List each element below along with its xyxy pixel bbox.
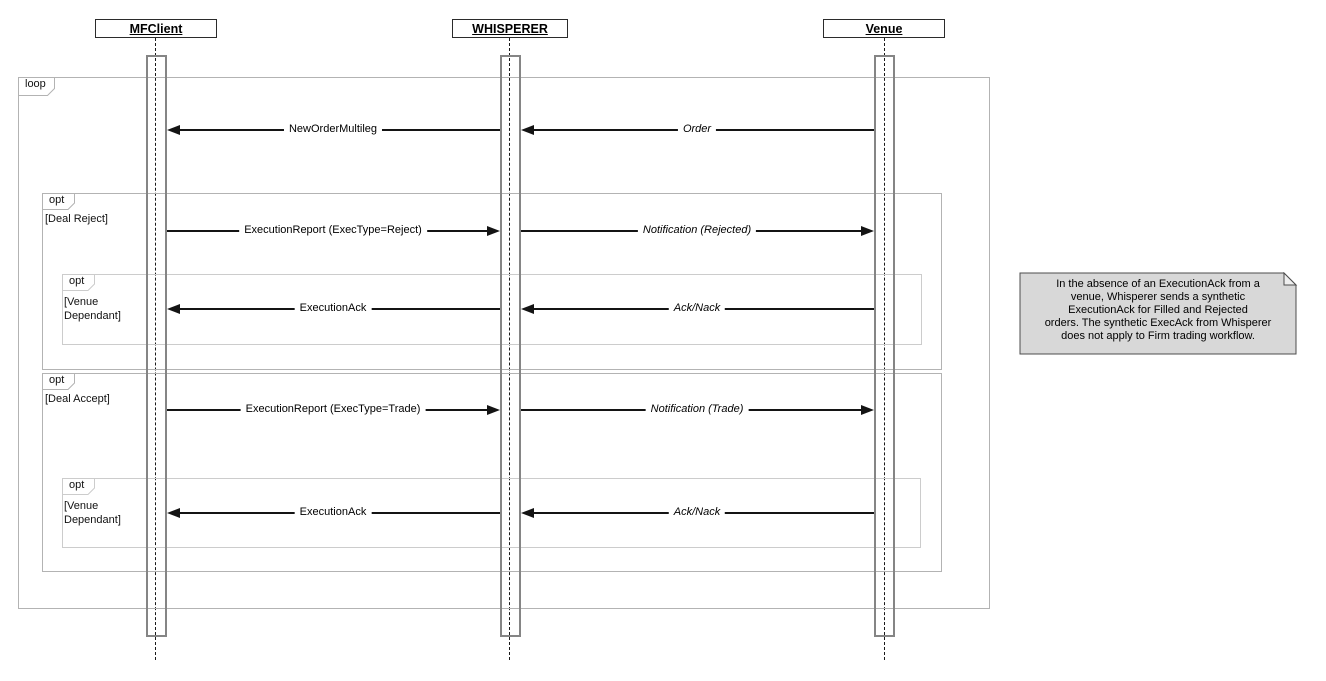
message-label-acknack-2: Ack/Nack — [668, 505, 726, 520]
opt-tab-label: opt — [49, 194, 65, 206]
message-label-execack-1: ExecutionAck — [294, 301, 372, 316]
opt-deal-accept-frame — [42, 373, 942, 572]
note-line: In the absence of an ExecutionAck from a — [1056, 278, 1260, 290]
lifeline-whisperer — [509, 38, 510, 660]
opt-deal-reject-frame — [42, 193, 942, 370]
actor-whisperer-label: WHISPERER — [472, 21, 548, 36]
loop-frame-tab: loop — [18, 77, 55, 101]
guard-venue-dependant-1: [Venue Dependant] — [64, 296, 121, 322]
arrowhead-right-icon — [487, 226, 500, 236]
actor-mfclient-label: MFClient — [129, 21, 183, 36]
activation-mfclient — [146, 55, 167, 637]
arrowhead-right-icon — [861, 405, 874, 415]
guard-venue-dependant-2: [Venue Dependant] — [64, 500, 121, 526]
arrowhead-left-icon — [521, 508, 534, 518]
note: In the absence of an ExecutionAck from a… — [1020, 278, 1296, 343]
opt-tab-label: opt — [69, 275, 85, 287]
message-label-neworder: NewOrderMultileg — [283, 122, 383, 137]
message-label-execreport-trade: ExecutionReport (ExecType=Trade) — [240, 402, 426, 417]
opt-venue-dependant-1-frame — [62, 274, 922, 345]
activation-venue — [874, 55, 895, 637]
opt-tab-shape — [62, 478, 95, 495]
arrowhead-right-icon — [487, 405, 500, 415]
actor-venue: Venue — [823, 19, 945, 38]
lifeline-mfclient — [155, 38, 156, 660]
message-label-execreport-reject: ExecutionReport (ExecType=Reject) — [239, 223, 427, 238]
guard-deal-accept: [Deal Accept] — [45, 393, 110, 405]
loop-tab-label: loop — [25, 78, 46, 90]
arrowhead-left-icon — [167, 304, 180, 314]
opt-venue-dependant-2-frame — [62, 478, 921, 548]
lifeline-venue — [884, 38, 885, 660]
note-line: orders. The synthetic ExecAck from Whisp… — [1044, 317, 1272, 329]
actor-venue-label: Venue — [865, 21, 903, 36]
opt-tab-label: opt — [69, 479, 85, 491]
arrowhead-left-icon — [521, 125, 534, 135]
message-label-order: Order — [677, 122, 717, 137]
actor-mfclient: MFClient — [95, 19, 217, 38]
message-label-notification-trade: Notification (Trade) — [645, 402, 749, 417]
arrowhead-right-icon — [861, 226, 874, 236]
opt-tab-shape — [62, 274, 95, 291]
arrowhead-left-icon — [521, 304, 534, 314]
note-line: ExecutionAck for Filled and Rejected — [1068, 304, 1248, 316]
opt-tab-shape — [42, 193, 75, 210]
loop-frame — [18, 77, 990, 609]
opt-venue-dependant-2-tab: opt — [62, 478, 95, 500]
arrowhead-left-icon — [167, 508, 180, 518]
opt-deal-reject-tab: opt — [42, 193, 75, 215]
message-label-notification-rejected: Notification (Rejected) — [637, 223, 757, 238]
note-line: does not apply to Firm trading workflow. — [1061, 330, 1255, 342]
loop-tab-shape — [18, 77, 55, 96]
activation-whisperer — [500, 55, 521, 637]
opt-tab-shape — [42, 373, 75, 390]
opt-deal-accept-tab: opt — [42, 373, 75, 395]
actor-whisperer: WHISPERER — [452, 19, 568, 38]
arrowhead-left-icon — [167, 125, 180, 135]
opt-venue-dependant-1-tab: opt — [62, 274, 95, 296]
note-line: venue, Whisperer sends a synthetic — [1070, 291, 1246, 303]
guard-deal-reject: [Deal Reject] — [45, 213, 108, 225]
message-label-acknack-1: Ack/Nack — [668, 301, 726, 316]
note-shape — [1019, 272, 1298, 355]
opt-tab-label: opt — [49, 374, 65, 386]
message-label-execack-2: ExecutionAck — [294, 505, 372, 520]
